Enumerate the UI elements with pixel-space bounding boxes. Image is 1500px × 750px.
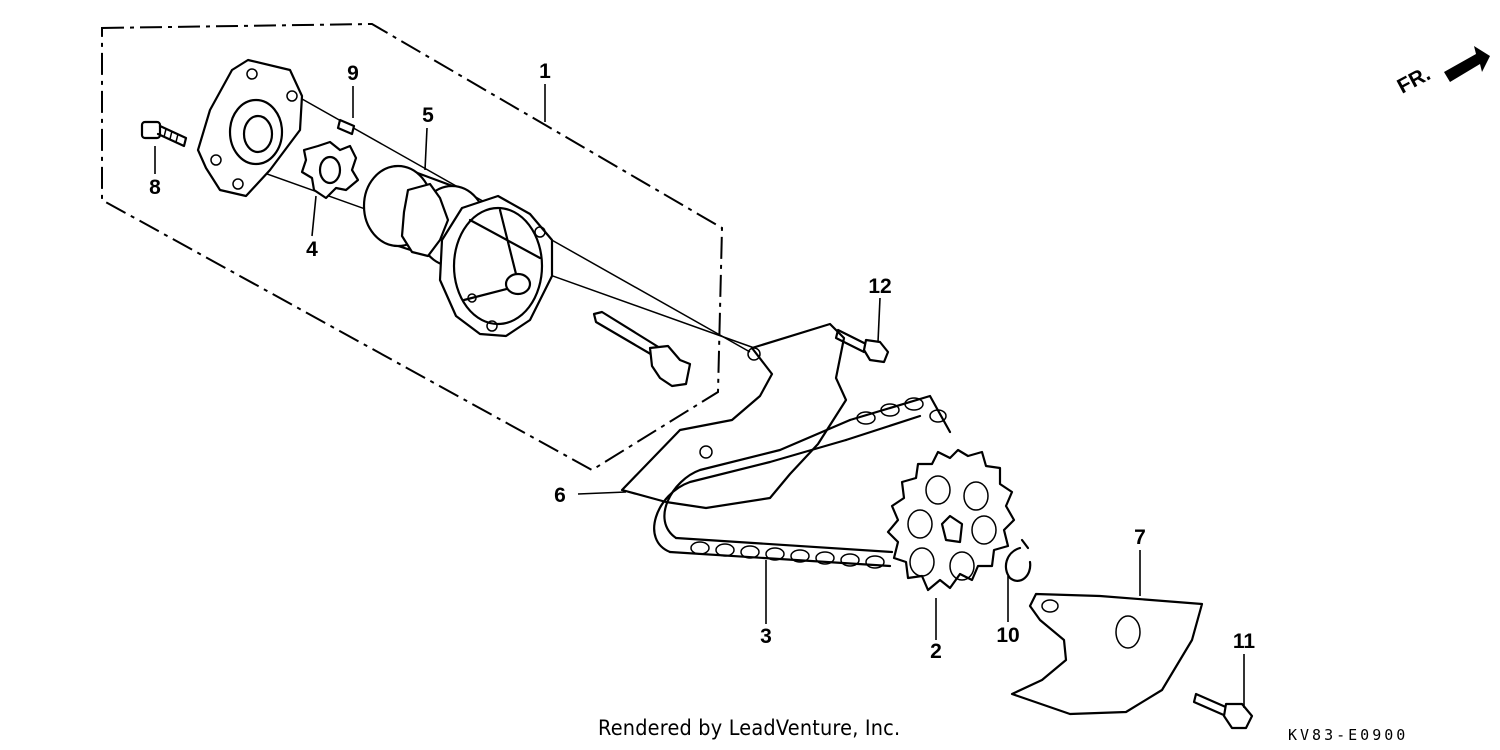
bolt-12 xyxy=(834,328,890,364)
bolt-11 xyxy=(1192,692,1254,730)
assembly-boundary xyxy=(101,22,724,472)
pump-body-housing xyxy=(438,194,554,338)
callout-labels: 1 2 3 4 5 6 7 8 9 10 11 12 xyxy=(149,60,1255,663)
front-direction-indicator: FR. xyxy=(1394,46,1490,98)
callout-5: 5 xyxy=(422,104,434,127)
bolt-8 xyxy=(140,120,188,148)
callout-3: 3 xyxy=(760,625,772,648)
pump-shaft xyxy=(592,310,692,388)
callout-4: 4 xyxy=(306,238,318,261)
callout-12: 12 xyxy=(868,275,891,298)
dowel-pin-9 xyxy=(336,118,356,136)
callout-7: 7 xyxy=(1134,526,1146,549)
circlip-10 xyxy=(1004,538,1032,582)
callout-2: 2 xyxy=(930,640,942,663)
direction-label: FR. xyxy=(1394,62,1435,98)
chain-links xyxy=(690,397,947,569)
sprocket-2 xyxy=(886,448,1016,592)
inner-rotor-4 xyxy=(300,140,360,200)
callout-11: 11 xyxy=(1233,630,1256,653)
drive-chain-3 xyxy=(653,394,952,569)
pump-cover-plate xyxy=(196,58,304,198)
chain-guide-plate-6 xyxy=(620,322,848,510)
callout-10: 10 xyxy=(996,624,1019,647)
callout-9: 9 xyxy=(347,62,359,85)
diagram-code: KV83-E0900 xyxy=(1288,726,1409,744)
leader-lines xyxy=(154,84,1245,708)
direction-arrow-icon xyxy=(1444,46,1490,82)
credit-text: Rendered by LeadVenture, Inc. xyxy=(598,716,901,740)
callout-1: 1 xyxy=(539,60,551,83)
callout-6: 6 xyxy=(554,484,566,507)
cover-plate-7 xyxy=(1010,592,1204,716)
callout-8: 8 xyxy=(149,176,161,199)
